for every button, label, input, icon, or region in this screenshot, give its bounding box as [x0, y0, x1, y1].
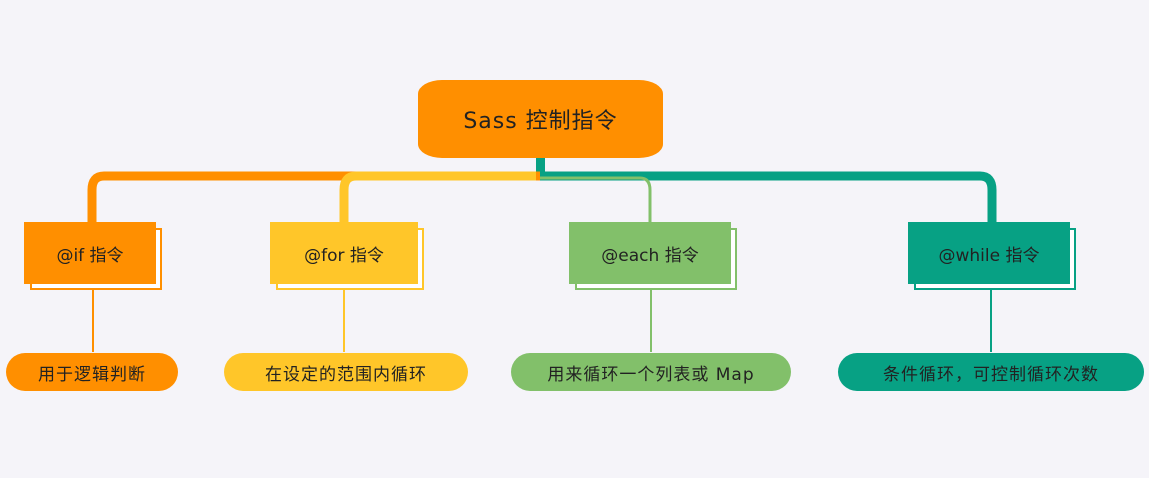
desc-for-label: 在设定的范围内循环: [265, 364, 427, 385]
node-each-label: @each 指令: [601, 245, 699, 266]
branch-if: [87, 171, 540, 222]
node-for-label: @for 指令: [304, 245, 384, 266]
desc-each: 用来循环一个列表或 Map: [511, 353, 791, 391]
node-each: @each 指令: [569, 222, 731, 284]
branch-while: [540, 171, 997, 222]
root-node: Sass 控制指令: [418, 80, 663, 158]
desc-while-label: 条件循环，可控制循环次数: [883, 364, 1099, 385]
desc-each-label: 用来循环一个列表或 Map: [547, 364, 755, 385]
desc-while: 条件循环，可控制循环次数: [838, 353, 1144, 391]
node-if-label: @if 指令: [56, 245, 124, 266]
node-for: @for 指令: [270, 222, 418, 284]
desc-if: 用于逻辑判断: [6, 353, 178, 391]
desc-for: 在设定的范围内循环: [224, 353, 468, 391]
node-while: @while 指令: [908, 222, 1070, 284]
branch-each: [540, 176, 652, 222]
root-trunk: [536, 156, 545, 176]
root-label: Sass 控制指令: [463, 109, 618, 134]
desc-if-label: 用于逻辑判断: [38, 364, 146, 385]
node-if: @if 指令: [24, 222, 156, 284]
node-while-label: @while 指令: [938, 245, 1040, 266]
branch-for: [339, 171, 536, 222]
